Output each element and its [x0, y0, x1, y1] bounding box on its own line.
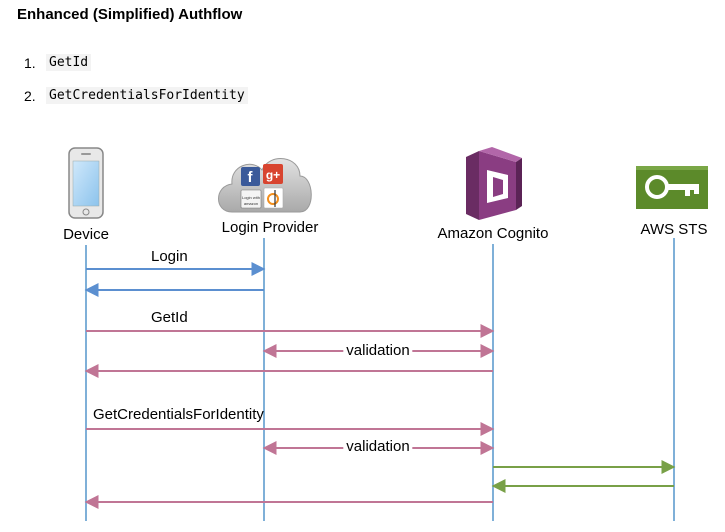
svg-text:f: f	[248, 169, 254, 186]
cognito-label: Amazon Cognito	[437, 225, 549, 242]
cognito-icon	[466, 147, 522, 220]
login-provider-label: Login Provider	[221, 219, 319, 236]
phone-icon	[68, 147, 104, 219]
step-code: GetId	[46, 54, 92, 71]
diagram-title: Enhanced (Simplified) Authflow	[17, 6, 243, 23]
validation-label-1: validation	[343, 342, 413, 359]
login-with-logo-text: Login with	[242, 195, 260, 200]
step-number: 2.	[24, 87, 36, 104]
validation-label-2: validation	[343, 438, 413, 455]
step-number: 1.	[24, 54, 36, 71]
getid-message-label: GetId	[151, 309, 188, 326]
login-provider-cloud-icon: f g+ Login with amazon	[218, 158, 312, 213]
login-message-label: Login	[151, 248, 188, 265]
sts-label: AWS STS	[640, 221, 708, 238]
step-code: GetCredentialsForIdentity	[46, 87, 248, 104]
svg-text:g+: g+	[266, 168, 280, 182]
step-item: 2. GetCredentialsForIdentity	[24, 79, 248, 112]
device-label: Device	[63, 226, 109, 243]
step-item: 1. GetId	[24, 46, 248, 79]
getcreds-message-label: GetCredentialsForIdentity	[93, 406, 264, 423]
steps-list: 1. GetId 2. GetCredentialsForIdentity	[24, 46, 248, 112]
key-icon	[636, 166, 708, 209]
amazon-logo-text: amazon	[244, 201, 258, 206]
